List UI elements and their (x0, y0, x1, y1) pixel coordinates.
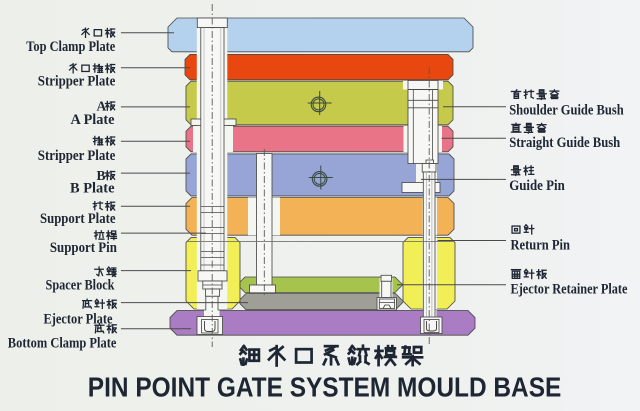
svg-text:Support Plate: Support Plate (40, 211, 116, 227)
svg-text:Shoulder Guide Bush: Shoulder Guide Bush (509, 103, 624, 119)
svg-text:Bottom Clamp Plate: Bottom Clamp Plate (8, 335, 117, 351)
svg-text:Stripper Plate: Stripper Plate (38, 74, 116, 90)
svg-text:Ejector Retainer Plate: Ejector Retainer Plate (511, 282, 628, 298)
svg-text:Support Pin: Support Pin (50, 240, 118, 256)
svg-text:Top Clamp Plate: Top Clamp Plate (26, 39, 115, 55)
svg-text:Stripper Plate: Stripper Plate (38, 148, 116, 164)
svg-text:B Plate: B Plate (70, 181, 115, 197)
svg-text:Straight Guide Bush: Straight Guide Bush (509, 135, 621, 151)
svg-text:PIN POINT GATE SYSTEM MOULD BA: PIN POINT GATE SYSTEM MOULD BASE (88, 372, 562, 403)
svg-text:A Plate: A Plate (71, 112, 115, 128)
svg-text:Spacer Block: Spacer Block (46, 277, 116, 293)
svg-text:Return Pin: Return Pin (511, 238, 571, 254)
svg-text:B: B (97, 168, 106, 183)
svg-text:Ejector Plate: Ejector Plate (44, 311, 113, 327)
svg-text:A: A (97, 99, 107, 114)
svg-text:Guide Pin: Guide Pin (509, 178, 565, 194)
